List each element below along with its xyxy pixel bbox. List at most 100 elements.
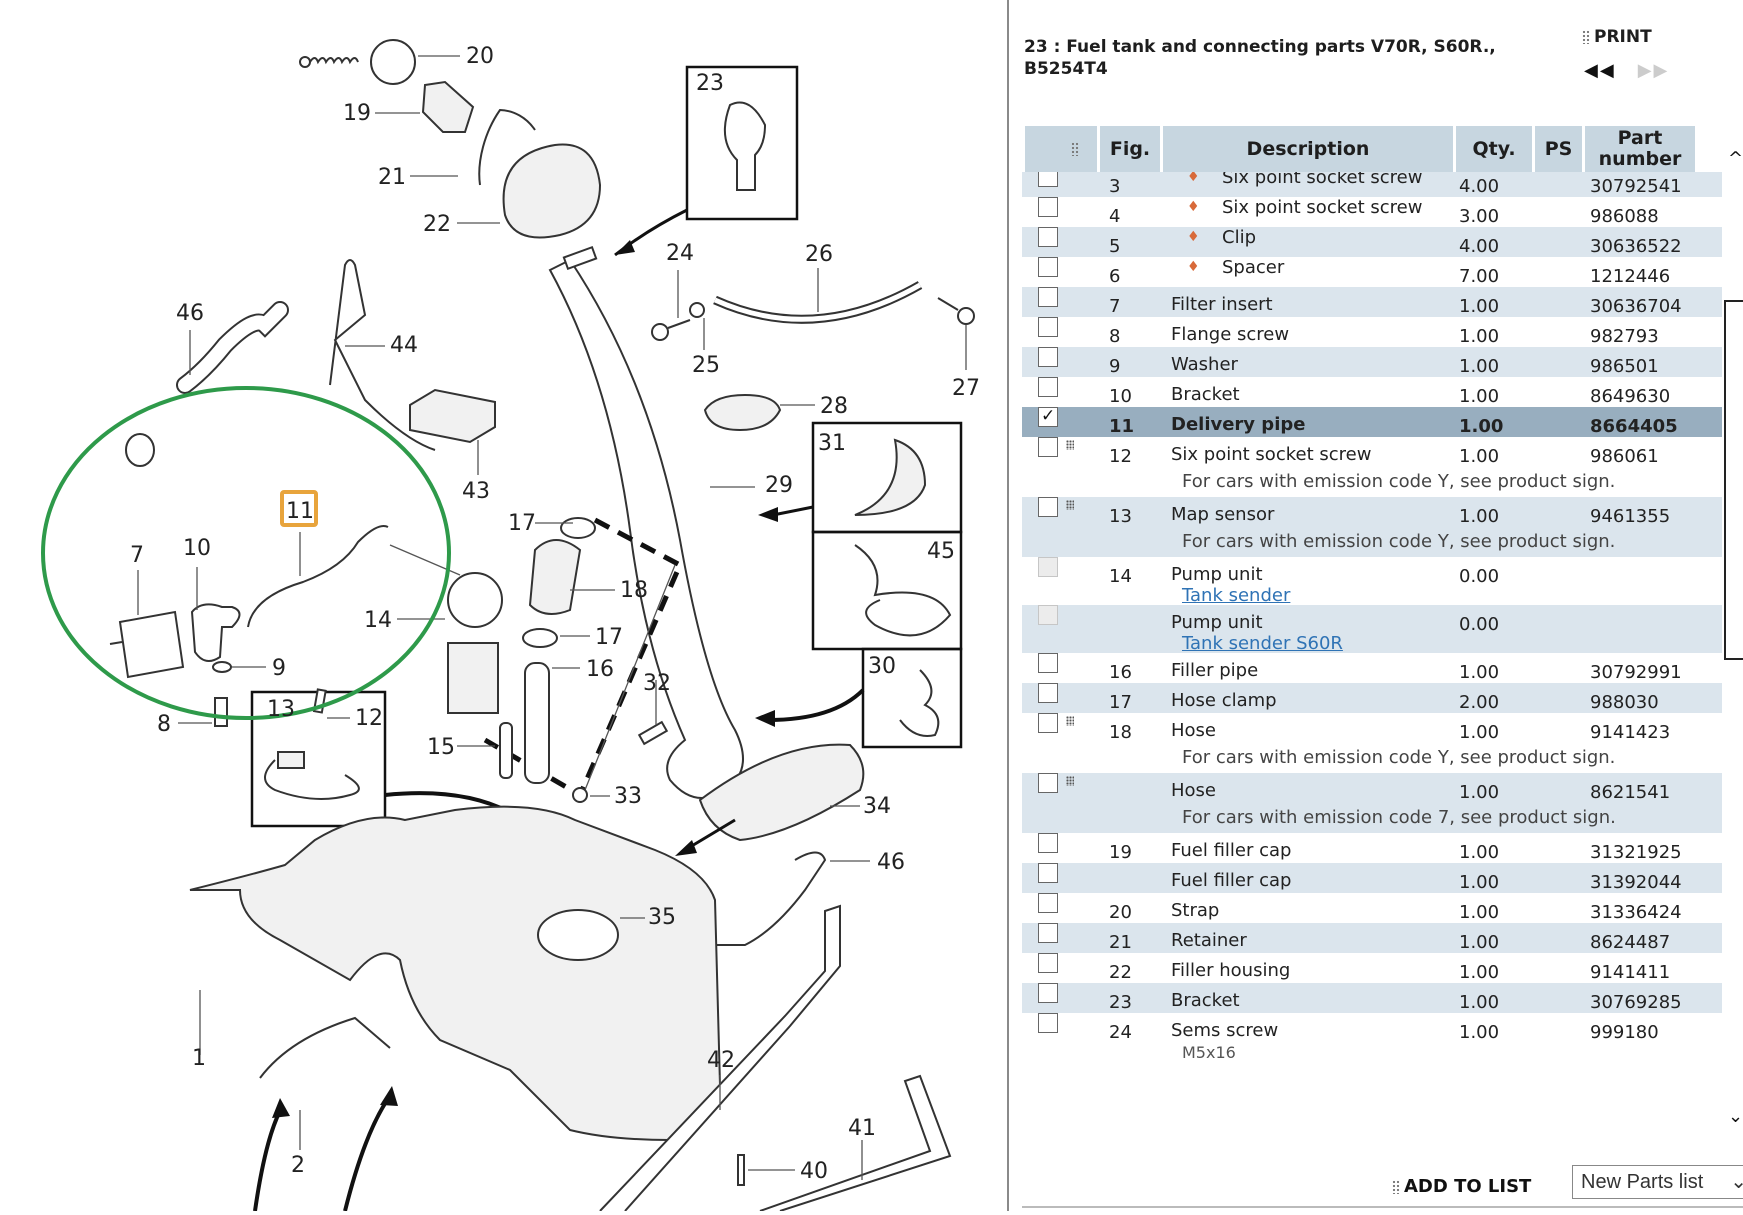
- part-35-cover[interactable]: [537, 909, 619, 961]
- previous-page-icon[interactable]: ◀◀: [1584, 60, 1616, 81]
- callout-23[interactable]: 23: [696, 71, 724, 96]
- row-checkbox[interactable]: [1038, 923, 1058, 943]
- part-13-map-sensor[interactable]: [264, 759, 360, 800]
- part-34-heat-shield[interactable]: [698, 743, 865, 842]
- scroll-down-icon[interactable]: ⌄: [1728, 1106, 1743, 1127]
- part-44-wire[interactable]: [329, 259, 436, 451]
- more-info-icon[interactable]: [1066, 440, 1074, 450]
- row-checkbox[interactable]: [1038, 683, 1058, 703]
- row-checkbox[interactable]: [1038, 497, 1058, 517]
- column-header-fig[interactable]: Fig.: [1100, 126, 1160, 172]
- callout-18[interactable]: 18: [620, 578, 648, 603]
- part-11-delivery-pipe[interactable]: [247, 525, 389, 628]
- part-25-washer[interactable]: [689, 302, 705, 318]
- scroll-up-icon[interactable]: ^: [1728, 148, 1743, 169]
- part-41-strap[interactable]: [759, 1074, 952, 1212]
- part-9-washer[interactable]: [212, 661, 232, 673]
- row-checkbox[interactable]: [1038, 773, 1058, 793]
- column-header-part-number[interactable]: Part number: [1585, 126, 1695, 172]
- part-17-hose-clamp-upper[interactable]: [560, 517, 596, 539]
- part-7-filter[interactable]: [118, 610, 185, 679]
- callout-27[interactable]: 27: [952, 376, 980, 401]
- part-45[interactable]: [854, 544, 952, 637]
- row-checkbox[interactable]: [1038, 406, 1058, 427]
- callout-26[interactable]: 26: [805, 242, 833, 267]
- parts-list-select[interactable]: New Parts list ⌄: [1572, 1165, 1743, 1199]
- print-button[interactable]: PRINT: [1582, 27, 1652, 47]
- column-header-qty[interactable]: Qty.: [1456, 126, 1532, 172]
- callout-45[interactable]: 45: [927, 539, 955, 564]
- callout-43[interactable]: 43: [462, 479, 490, 504]
- callout-22[interactable]: 22: [423, 212, 451, 237]
- column-header-ps[interactable]: PS: [1535, 126, 1582, 172]
- part-40-bolt[interactable]: [737, 1154, 745, 1186]
- row-link[interactable]: Tank sender S60R: [1182, 633, 1343, 654]
- part-2-shield[interactable]: [259, 1016, 391, 1079]
- callout-2[interactable]: 2: [291, 1153, 305, 1178]
- callout-10[interactable]: 10: [183, 536, 211, 561]
- row-checkbox[interactable]: [1038, 1013, 1058, 1033]
- part-28-clamp[interactable]: [703, 393, 782, 432]
- row-checkbox[interactable]: [1038, 227, 1058, 247]
- callout-24[interactable]: 24: [666, 241, 694, 266]
- callout-31[interactable]: 31: [818, 431, 846, 456]
- part-27-screw[interactable]: [937, 297, 975, 325]
- callout-29[interactable]: 29: [765, 473, 793, 498]
- row-checkbox[interactable]: [1038, 257, 1058, 277]
- callout-15[interactable]: 15: [427, 735, 455, 760]
- callout-17-upper[interactable]: 17: [508, 511, 536, 536]
- part-19-filler-cap[interactable]: [421, 80, 475, 133]
- row-checkbox[interactable]: [1038, 863, 1058, 883]
- callout-8[interactable]: 8: [157, 712, 171, 737]
- callout-11[interactable]: 11: [286, 499, 314, 524]
- row-checkbox[interactable]: [1038, 713, 1058, 733]
- row-checkbox[interactable]: [1038, 833, 1058, 853]
- callout-40[interactable]: 40: [800, 1159, 828, 1184]
- row-checkbox[interactable]: [1038, 653, 1058, 673]
- callout-14[interactable]: 14: [364, 608, 392, 633]
- callout-20[interactable]: 20: [466, 44, 494, 69]
- callout-17-lower[interactable]: 17: [595, 625, 623, 650]
- row-checkbox[interactable]: [1038, 197, 1058, 217]
- callout-35[interactable]: 35: [648, 905, 676, 930]
- part-30[interactable]: [899, 669, 940, 737]
- callout-25[interactable]: 25: [692, 353, 720, 378]
- part-1-fuel-tank[interactable]: [189, 805, 722, 1142]
- column-header-description[interactable]: Description: [1163, 126, 1453, 172]
- part-42-strap[interactable]: [599, 904, 841, 1212]
- add-to-list-button[interactable]: ADD TO LIST: [1392, 1176, 1531, 1197]
- callout-44[interactable]: 44: [390, 333, 418, 358]
- row-checkbox[interactable]: [1038, 983, 1058, 1003]
- row-checkbox[interactable]: [1038, 893, 1058, 913]
- part-31[interactable]: [854, 438, 927, 516]
- part-17-hose-clamp-lower[interactable]: [522, 628, 558, 648]
- part-8-flange-screw[interactable]: [214, 697, 228, 727]
- part-10-bracket[interactable]: [190, 603, 241, 662]
- more-info-icon[interactable]: [1066, 716, 1074, 726]
- callout-12[interactable]: 12: [355, 706, 383, 731]
- callout-7[interactable]: 7: [130, 543, 144, 568]
- part-23-bracket[interactable]: [723, 101, 767, 191]
- callout-34[interactable]: 34: [863, 794, 891, 819]
- parts-diagram[interactable]: 20 19 21 22 23 24 25 26 27 28 29 30 31 3…: [0, 0, 1005, 1212]
- callout-32[interactable]: 32: [643, 671, 671, 696]
- pane-divider[interactable]: [1007, 0, 1009, 1211]
- part-20-strap[interactable]: [299, 39, 416, 85]
- callout-1[interactable]: 1: [192, 1046, 206, 1071]
- row-checkbox[interactable]: [1038, 347, 1058, 367]
